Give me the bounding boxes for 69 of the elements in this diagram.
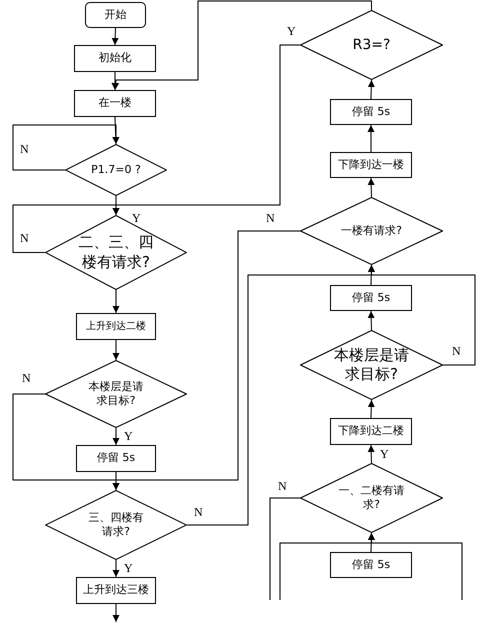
process-box — [76, 577, 156, 604]
process-box — [330, 418, 412, 445]
process-box — [74, 45, 156, 72]
node-label: R3=? — [352, 36, 390, 54]
arrow — [368, 80, 375, 100]
node-label: 上升到达二楼 — [86, 320, 146, 333]
edge-label: Y — [124, 430, 133, 442]
process-box — [330, 285, 412, 311]
arrow — [368, 532, 462, 600]
arrow — [112, 604, 120, 622]
decision-diamond — [45, 215, 187, 290]
arrow — [112, 44, 300, 216]
node-label: 停留 5s — [96, 451, 136, 466]
decision-diamond — [300, 10, 443, 80]
node-label: 二、三、四楼有请求? — [78, 233, 154, 272]
start-terminal — [85, 2, 146, 28]
edge-label: N — [266, 212, 275, 224]
process-box — [76, 313, 156, 340]
node-label: 初始化 — [98, 51, 132, 66]
arrow — [368, 264, 476, 366]
arrow — [112, 28, 119, 46]
arrow — [112, 290, 120, 314]
edge-label: N — [20, 232, 29, 244]
arrow — [112, 428, 120, 446]
edge-label: N — [194, 506, 203, 518]
node-label: 三、四楼有请求? — [88, 510, 144, 540]
decision-diamond — [300, 463, 443, 533]
edge-label: Y — [287, 25, 296, 37]
decision-diamond — [45, 490, 187, 560]
arrow — [112, 72, 118, 90]
edge-label: Y — [124, 562, 133, 574]
arrow — [12, 124, 120, 170]
edge-label: N — [22, 372, 31, 384]
node-label: 停留 5s — [352, 104, 390, 120]
node-label: 停留 5s — [352, 558, 390, 572]
arrow — [368, 310, 375, 330]
arrow — [368, 178, 375, 198]
node-label: 在一楼 — [98, 96, 132, 111]
node-label: 本楼层是请求目标? — [88, 380, 144, 408]
arrow — [112, 560, 120, 578]
node-label: 下降到达一楼 — [338, 158, 404, 172]
arrow — [112, 0, 372, 90]
node-label: 一、二楼有请求? — [338, 484, 406, 512]
decision-diamond — [65, 144, 167, 196]
decision-diamond — [300, 197, 443, 265]
node-label: 开始 — [104, 8, 126, 22]
edge-label: Y — [132, 212, 141, 224]
decision-diamond — [300, 330, 443, 400]
edge-label: Y — [380, 448, 389, 460]
node-label: 下降到达二楼 — [338, 424, 404, 439]
node-label: 一楼有请求? — [341, 224, 402, 238]
arrow — [368, 444, 375, 464]
decision-diamond — [45, 360, 187, 428]
node-label: 上升到达三楼 — [83, 583, 149, 598]
node-label: P1.7=0 ? — [91, 162, 141, 178]
arrow — [368, 124, 374, 152]
process-box — [76, 445, 156, 472]
process-box — [330, 99, 412, 125]
arrow — [112, 230, 300, 490]
edge-label: N — [278, 480, 287, 492]
arrow — [368, 400, 375, 418]
node-label: 本楼层是请求目标? — [333, 346, 410, 384]
edge-label: N — [20, 143, 29, 155]
process-box — [330, 152, 412, 178]
process-box — [330, 552, 412, 578]
arrow — [112, 340, 120, 360]
node-label: 停留 5s — [352, 290, 390, 306]
process-box — [74, 90, 156, 117]
edge-label: N — [452, 345, 461, 357]
